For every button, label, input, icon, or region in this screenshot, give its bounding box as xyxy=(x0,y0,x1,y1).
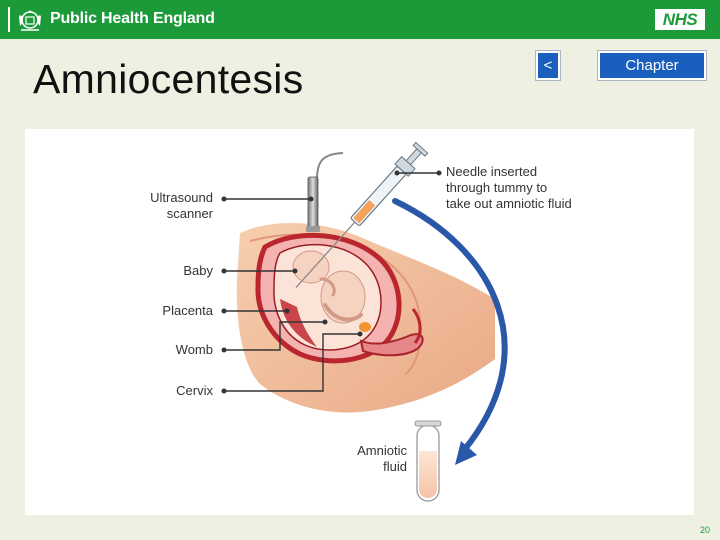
label-needle: Needle inserted through tummy to take ou… xyxy=(446,164,616,212)
label-line: scanner xyxy=(166,206,213,221)
header-banner: Public Health England NHS xyxy=(0,0,720,39)
page-number: 20 xyxy=(700,525,711,535)
pointer-dots xyxy=(221,170,442,394)
pointer-lines xyxy=(224,172,439,392)
abdomen-cross-section xyxy=(236,222,495,413)
label-line: Amniotic xyxy=(357,443,407,458)
label-baby: Baby xyxy=(183,263,213,278)
flow-arrow xyxy=(392,198,508,452)
diagram-illustration xyxy=(221,141,508,502)
label-ultrasound-scanner: Ultrasound scanner xyxy=(137,190,213,222)
label-amniotic-fluid: Amniotic fluid xyxy=(343,443,407,475)
label-line: take out amniotic fluid xyxy=(446,196,572,211)
label-womb: Womb xyxy=(175,342,213,357)
flow-arrow-head xyxy=(455,441,477,465)
label-line: fluid xyxy=(383,459,407,474)
royal-crest-icon xyxy=(19,10,41,31)
label-line: Ultrasound xyxy=(150,190,213,205)
organisation-name: Public Health England xyxy=(50,10,215,27)
test-tube xyxy=(414,420,442,502)
syringe xyxy=(295,141,429,288)
ultrasound-probe xyxy=(306,152,344,232)
amniocentesis-diagram: Ultrasound scanner Baby Placenta Womb Ce… xyxy=(25,129,694,515)
label-line: Needle inserted xyxy=(446,164,538,179)
divider xyxy=(8,7,10,32)
previous-button[interactable]: < xyxy=(536,51,560,80)
page-title: Amniocentesis xyxy=(33,56,304,102)
baby-figure xyxy=(292,250,366,324)
label-cervix: Cervix xyxy=(176,383,213,398)
chapter-button[interactable]: Chapter xyxy=(598,51,706,80)
label-line: through tummy to xyxy=(446,180,548,195)
nhs-logo: NHS xyxy=(655,9,705,30)
label-placenta: Placenta xyxy=(162,303,213,318)
